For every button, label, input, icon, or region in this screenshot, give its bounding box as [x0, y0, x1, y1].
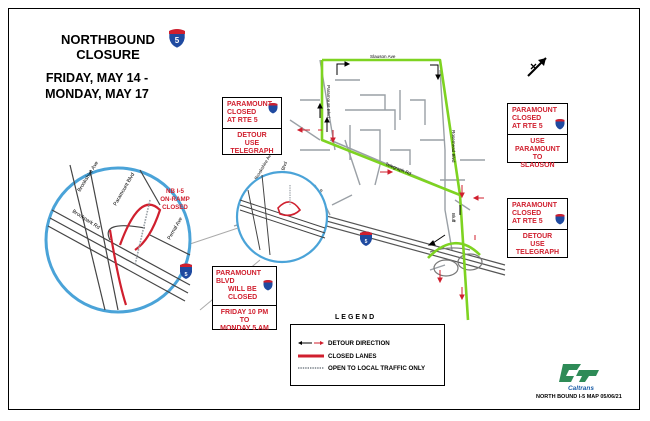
- freeway-shield-number: 5: [365, 239, 368, 245]
- box-bottom-line4: FRIDAY 10 PM: [220, 309, 269, 316]
- closure-arrows: [296, 127, 484, 301]
- legend-local-traffic-icon: [298, 367, 324, 369]
- label-bluff: Bluff: [451, 213, 456, 223]
- box-bottom-line3: CLOSED: [228, 294, 258, 301]
- caltrans-logo-icon: Caltrans: [559, 364, 599, 392]
- north-arrow-icon: [527, 57, 547, 77]
- box-right-top-shield-icon: [555, 119, 565, 130]
- inset-callout-line1: NB I-5: [166, 188, 184, 195]
- legend-closed-label: CLOSED LANES: [328, 353, 377, 360]
- dates-line2: MONDAY, MAY 17: [45, 87, 149, 101]
- box-bottom-line1: PARAMOUNT BLVD: [216, 270, 261, 285]
- east-interchange: [429, 247, 483, 277]
- box-right-mid-line4: DETOUR: [522, 233, 553, 240]
- label-slauson: Slauson Ave: [370, 54, 396, 59]
- box-left-line6: TELEGRAPH: [230, 148, 274, 155]
- legend-local-label: OPEN TO LOCAL TRAFFIC ONLY: [328, 365, 426, 372]
- info-box-left: PARAMOUNT CLOSED AT RTE 5 DETOUR USE TEL…: [222, 97, 282, 155]
- label-rosemead: Rosemead Blvd: [451, 130, 456, 163]
- shield-number: 5: [175, 36, 180, 45]
- title-line2: CLOSURE: [76, 47, 140, 62]
- detour-route: [320, 58, 481, 321]
- legend-closed-line-icon: [298, 354, 324, 358]
- box-right-mid-line2: CLOSED: [512, 210, 542, 217]
- small-inset-circle: [235, 170, 329, 264]
- box-left-shield-icon: [268, 103, 278, 114]
- box-right-mid-line1: PARAMOUNT: [512, 202, 557, 209]
- box-right-mid-line3: AT RTE 5: [512, 218, 543, 225]
- map-frame: [8, 8, 640, 410]
- caltrans-logo-text: Caltrans: [568, 385, 594, 392]
- box-right-mid-shield-icon: [555, 214, 565, 225]
- freeway-shield-icon: 5: [360, 231, 372, 246]
- map-footer: NORTH BOUND I-5 MAP 05/06/21: [536, 394, 622, 400]
- legend-detour-label: DETOUR DIRECTION: [328, 340, 390, 347]
- box-left-line4: DETOUR: [237, 132, 267, 139]
- box-right-mid-line6: TELEGRAPH: [515, 249, 560, 256]
- box-right-top-line5: PARAMOUNT TO: [515, 146, 560, 161]
- map-title: NORTHBOUND CLOSURE: [48, 32, 168, 62]
- info-box-right-mid: PARAMOUNT CLOSED AT RTE 5 DETOUR USE TEL…: [507, 198, 568, 258]
- box-right-top-line3: AT RTE 5: [512, 123, 543, 130]
- box-right-top-line6: SLAUSON: [520, 162, 555, 169]
- box-left-line5: USE: [244, 140, 260, 147]
- box-right-top-line4: USE: [530, 138, 545, 145]
- inset-callout-line2: ON-RAMP: [160, 196, 190, 203]
- inset-callout-line3: CLOSED: [162, 204, 188, 211]
- box-bottom-shield-icon: [263, 280, 273, 291]
- box-right-top-line1: PARAMOUNT: [512, 107, 557, 114]
- legend-title: LEGEND: [335, 314, 377, 321]
- detour-direction-arrows: [317, 61, 461, 246]
- info-box-right-top: PARAMOUNT CLOSED AT RTE 5 USE PARAMOUNT …: [507, 103, 568, 169]
- large-inset-circle: Brookshire Ave Paramount Blvd Brookpark …: [44, 160, 192, 314]
- closure-dates: FRIDAY, MAY 14 - MONDAY, MAY 17: [22, 70, 172, 102]
- interstate-shield-icon: 5: [168, 28, 186, 49]
- inset-shield-number: 5: [184, 272, 187, 278]
- box-left-line1: PARAMOUNT: [227, 101, 272, 108]
- box-right-top-line2: CLOSED: [512, 115, 542, 122]
- dates-line1: FRIDAY, MAY 14 -: [45, 71, 149, 85]
- box-left-line3: AT RTE 5: [227, 117, 258, 124]
- box-left-line2: CLOSED: [227, 109, 257, 116]
- box-bottom-line6: MONDAY 5 AM: [220, 325, 269, 332]
- box-right-mid-line5: USE: [530, 241, 545, 248]
- label-paramount: Paramount Blvd: [326, 85, 331, 118]
- legend-detour-arrow-icon: [298, 341, 324, 345]
- box-bottom-line2: WILL BE: [228, 286, 257, 293]
- title-line1: NORTHBOUND: [61, 32, 155, 47]
- info-box-bottom: PARAMOUNT BLVD WILL BE CLOSED FRIDAY 10 …: [212, 266, 277, 332]
- box-bottom-line5: TO: [239, 317, 250, 324]
